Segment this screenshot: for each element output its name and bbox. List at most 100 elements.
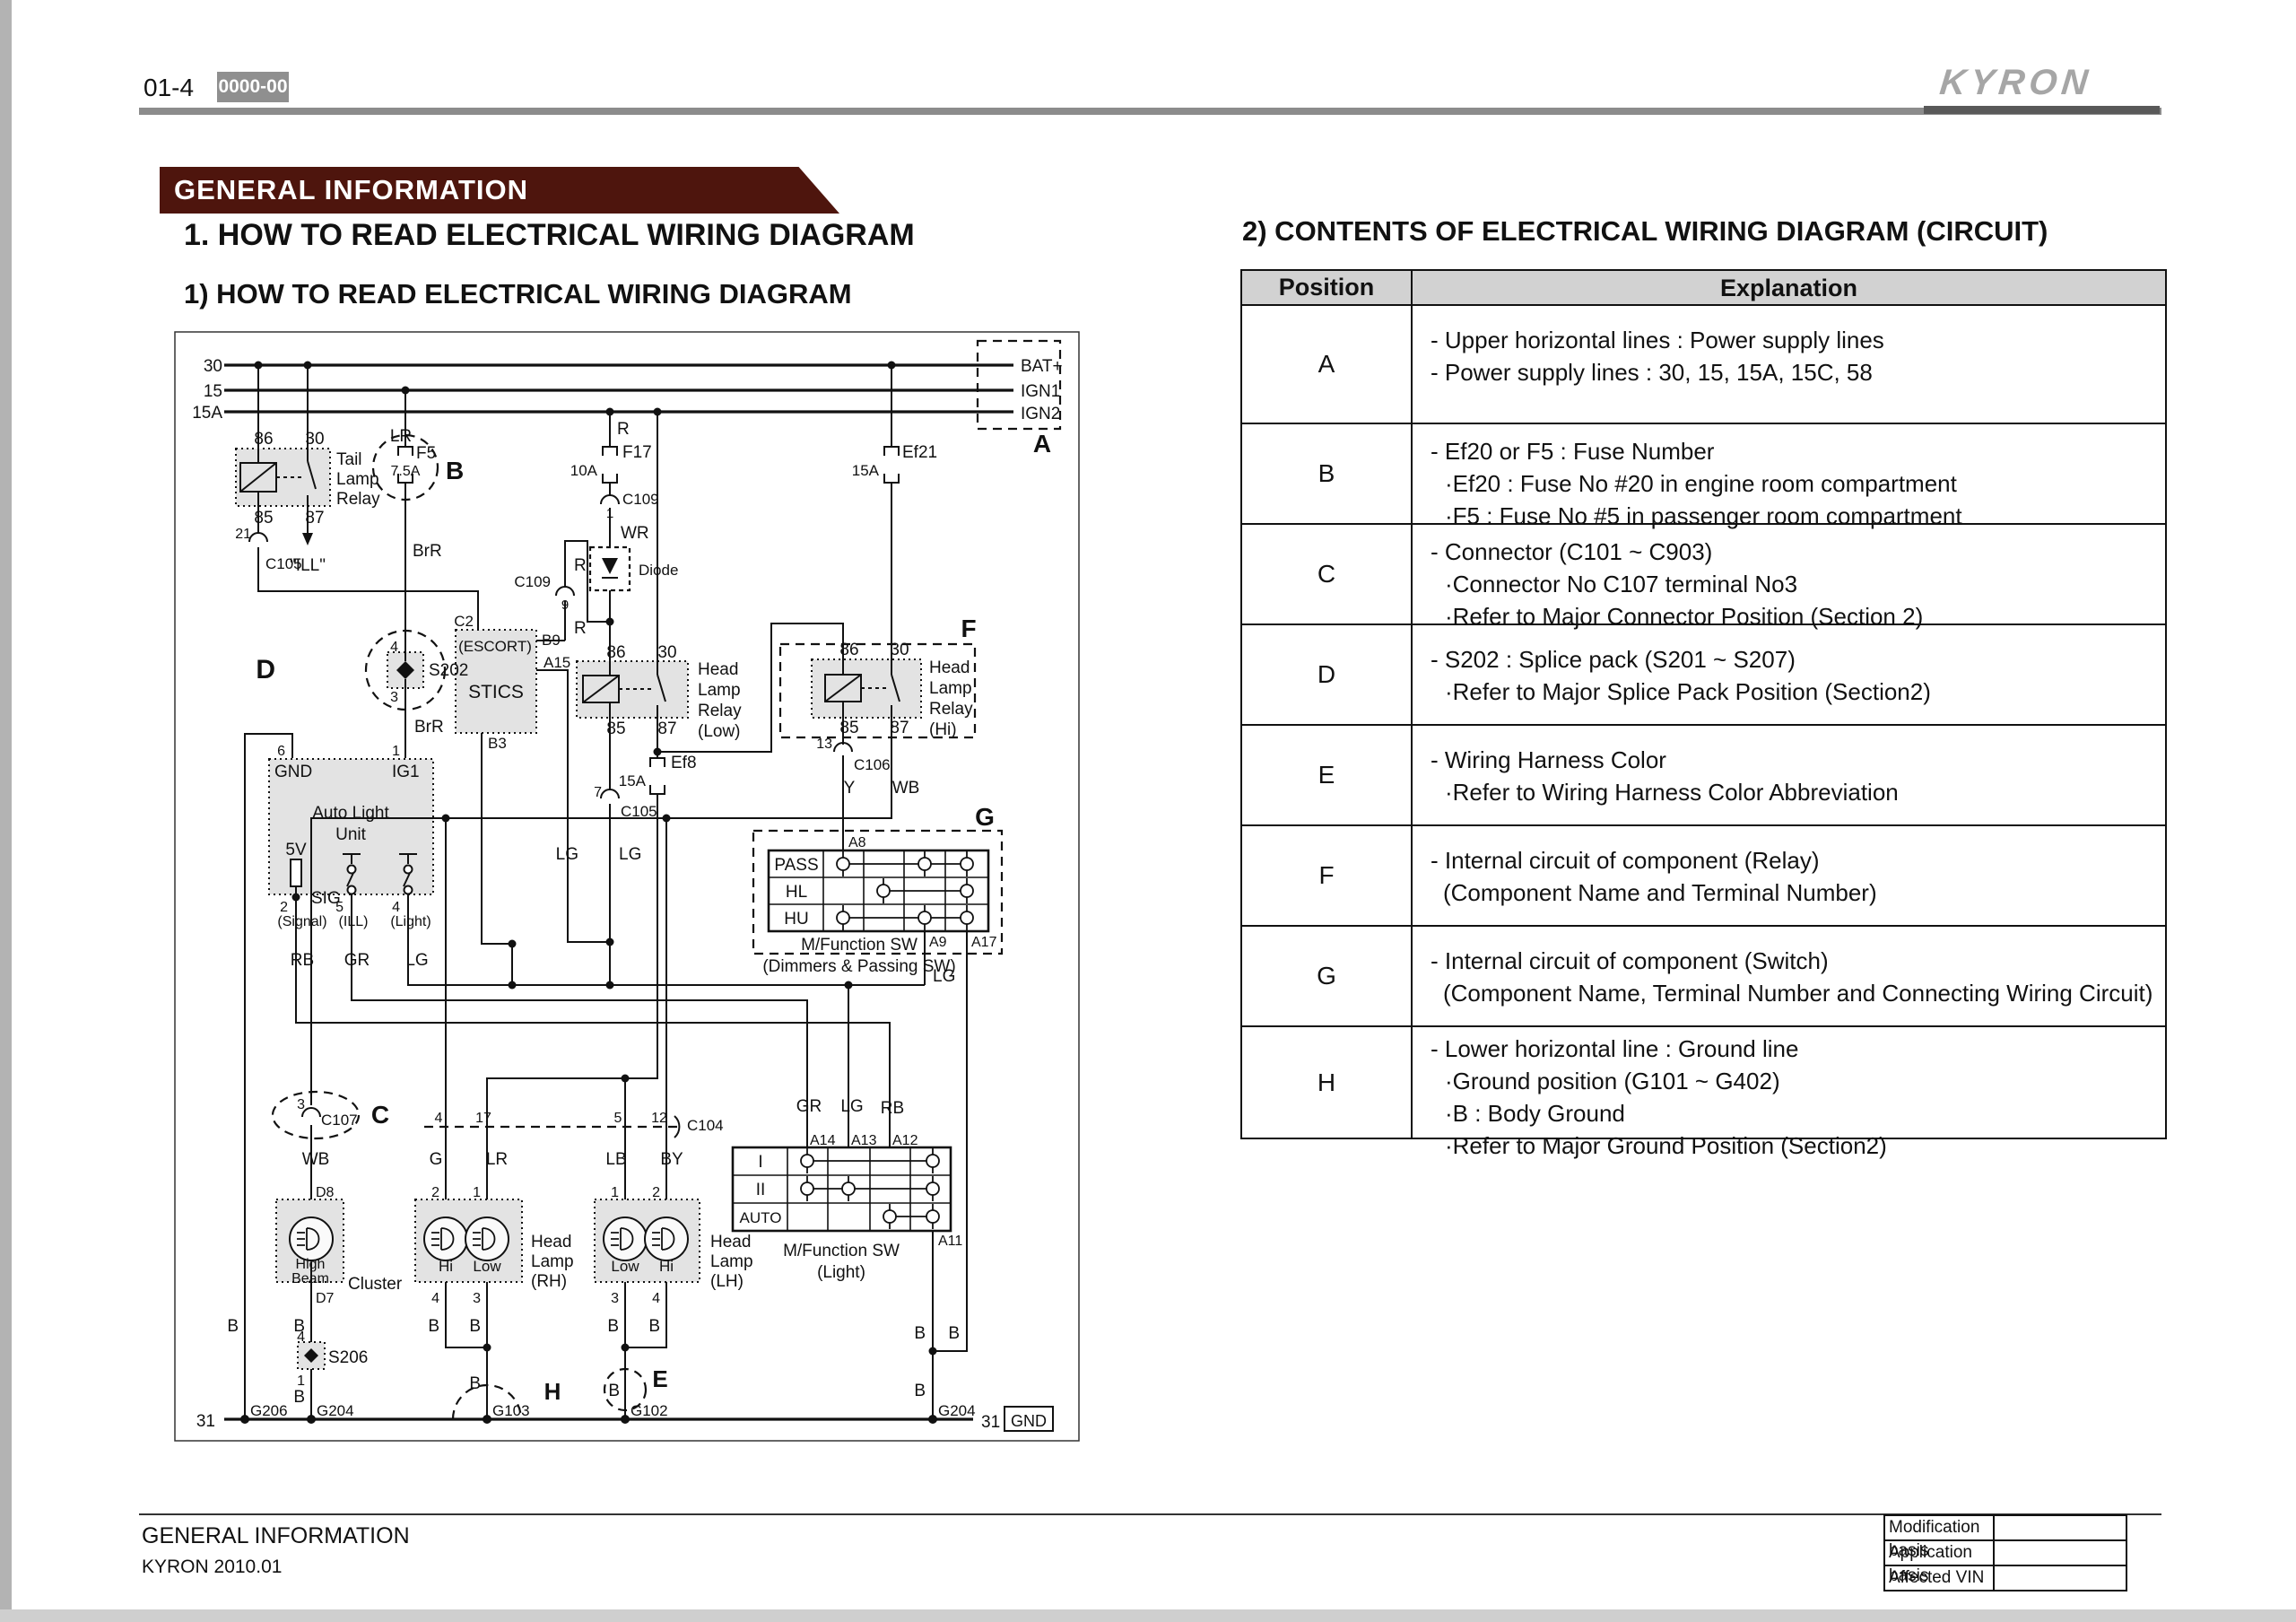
- diagram-label: BrR: [413, 542, 442, 561]
- explanation-table-header: Position Explanation: [1242, 271, 2165, 306]
- diagram-label: SIG: [311, 889, 341, 908]
- diagram-label: 87: [657, 719, 676, 738]
- diagram-label: HL: [786, 883, 807, 902]
- power-rails: [224, 363, 1013, 1421]
- connector-arc-c105-21: [248, 532, 268, 543]
- diagram-label: 4: [297, 1330, 305, 1345]
- connector-arc-c106-13: [833, 742, 853, 753]
- lh-hi-lamp: [644, 1216, 689, 1261]
- diagram-label: AUTO: [740, 1209, 782, 1226]
- diagram-label: G206: [250, 1402, 288, 1419]
- diagram-label: Relay: [336, 490, 380, 509]
- diagram-label: Cluster: [348, 1275, 403, 1294]
- wires: [244, 365, 968, 1419]
- diagram-label: 15A: [852, 462, 880, 479]
- diagram-label: 2: [652, 1185, 660, 1200]
- explanation-c: - Connector (C101 ~ C903) ·Connector No …: [1413, 525, 2165, 630]
- connector-c104-arc: [674, 1115, 681, 1138]
- diagram-label: Lamp: [929, 679, 972, 698]
- diagram-label: Lamp: [710, 1252, 753, 1271]
- diagram-label: 10A: [570, 462, 598, 479]
- diagram-label: 31: [981, 1413, 1000, 1432]
- component-symbols: [239, 446, 900, 1118]
- diagram-label: A: [1033, 430, 1051, 458]
- diagram-label: G204: [317, 1402, 354, 1419]
- footer-info-value: [1995, 1541, 2126, 1565]
- subheading-right: 2) CONTENTS OF ELECTRICAL WIRING DIAGRAM…: [1242, 215, 2048, 247]
- connector-arc-c109-1: [600, 494, 620, 505]
- fuse-f5: [397, 446, 413, 484]
- explanation-line: ·B : Body Ground: [1445, 1100, 1625, 1127]
- diagram-label: 15A: [619, 772, 647, 789]
- diagram-label: R: [617, 420, 630, 439]
- diagram-label: 1: [611, 1185, 619, 1200]
- explanation-line: ·Refer to Major Splice Pack Position (Se…: [1445, 678, 1931, 705]
- diagram-label: G: [975, 803, 995, 831]
- diagram-label: WB: [302, 1150, 330, 1169]
- diagram-label: 3: [297, 1097, 305, 1112]
- diagram-label: E: [652, 1365, 667, 1392]
- diagram-label: LG: [840, 1097, 863, 1116]
- diagram-label: "ILL": [290, 556, 326, 575]
- relay-switch: [891, 659, 900, 718]
- explanation-b: - Ef20 or F5 : Fuse Number ·Ef20 : Fuse …: [1413, 424, 2165, 529]
- diagram-label: Unit: [335, 825, 367, 844]
- relay-switch: [657, 661, 666, 718]
- diagram-label: 3: [473, 1291, 481, 1306]
- diagram-label: 5: [614, 1111, 622, 1126]
- explanation-e: - Wiring Harness Color ·Refer to Wiring …: [1413, 726, 2165, 824]
- position-e: E: [1242, 726, 1413, 824]
- tail-lamp-relay-box: [235, 448, 331, 507]
- position-b: B: [1242, 424, 1413, 523]
- explanation-h: - Lower horizontal line : Ground line ·G…: [1413, 1027, 2165, 1159]
- footer-info-label: Application basis: [1885, 1541, 1995, 1585]
- diagram-label: LR: [486, 1150, 508, 1169]
- diagram-label: B: [227, 1317, 239, 1336]
- explanation-table: Position Explanation A - Upper horizonta…: [1240, 269, 2167, 1159]
- explanation-line: - Connector (C101 ~ C903): [1431, 538, 1713, 565]
- diagram-label: D8: [316, 1185, 335, 1200]
- diagram-label: BY: [660, 1150, 683, 1169]
- position-h: H: [1242, 1027, 1413, 1138]
- diagram-label: 5V: [285, 841, 307, 859]
- table-row-d: D - S202 : Splice pack (S201 ~ S207) ·Re…: [1242, 625, 2165, 726]
- diagram-label: R: [574, 556, 587, 575]
- diagram-label: 1: [297, 1373, 305, 1389]
- diagram-label: S202: [429, 661, 468, 680]
- diagram-label: (ILL): [339, 914, 369, 929]
- explanation-line: ·Refer to Major Connector Position (Sect…: [1445, 603, 1924, 630]
- footer-info-row: Modification basis: [1885, 1516, 2126, 1560]
- diagram-label: G102: [631, 1402, 668, 1419]
- diagram-label: 4: [390, 640, 398, 655]
- light-switch-table: [731, 1146, 952, 1233]
- connector-arc-c107-3: [301, 1107, 321, 1118]
- stics-box: [455, 629, 537, 734]
- diagram-label: B: [914, 1382, 926, 1400]
- diagram-label: 13: [816, 737, 832, 752]
- diagram-label: Head: [531, 1233, 571, 1251]
- diagram-label: F5: [416, 444, 436, 463]
- explanation-d: - S202 : Splice pack (S201 ~ S207) ·Refe…: [1413, 625, 2165, 724]
- diagram-label: C106: [854, 756, 891, 773]
- footer-rule: [139, 1513, 2161, 1515]
- position-c: C: [1242, 525, 1413, 624]
- window-edge-bottom: [0, 1609, 2296, 1622]
- diagram-label: 3: [611, 1291, 619, 1306]
- explanation-line: (Component Name and Terminal Number): [1443, 879, 1877, 906]
- col-header-explanation: Explanation: [1719, 274, 1858, 301]
- diagram-label: 4: [652, 1291, 660, 1306]
- diagram-label: 31: [196, 1412, 215, 1431]
- diagram-label: D7: [316, 1291, 335, 1306]
- table-row-g: G - Internal circuit of component (Switc…: [1242, 927, 2165, 1027]
- footer-info-value: [1995, 1516, 2126, 1539]
- diagram-label: 2: [280, 900, 288, 915]
- connector-arc-c109-9: [555, 586, 575, 597]
- diagram-label: 87: [890, 719, 909, 737]
- lamp-symbols: [289, 1216, 689, 1261]
- diagram-label: G: [430, 1150, 443, 1169]
- footer-info-table: Modification basis Application basis Aff…: [1883, 1514, 2127, 1591]
- ill-arrowhead: [302, 533, 313, 545]
- diagram-label: Lamp: [698, 681, 741, 700]
- diagram-label: B: [914, 1324, 926, 1343]
